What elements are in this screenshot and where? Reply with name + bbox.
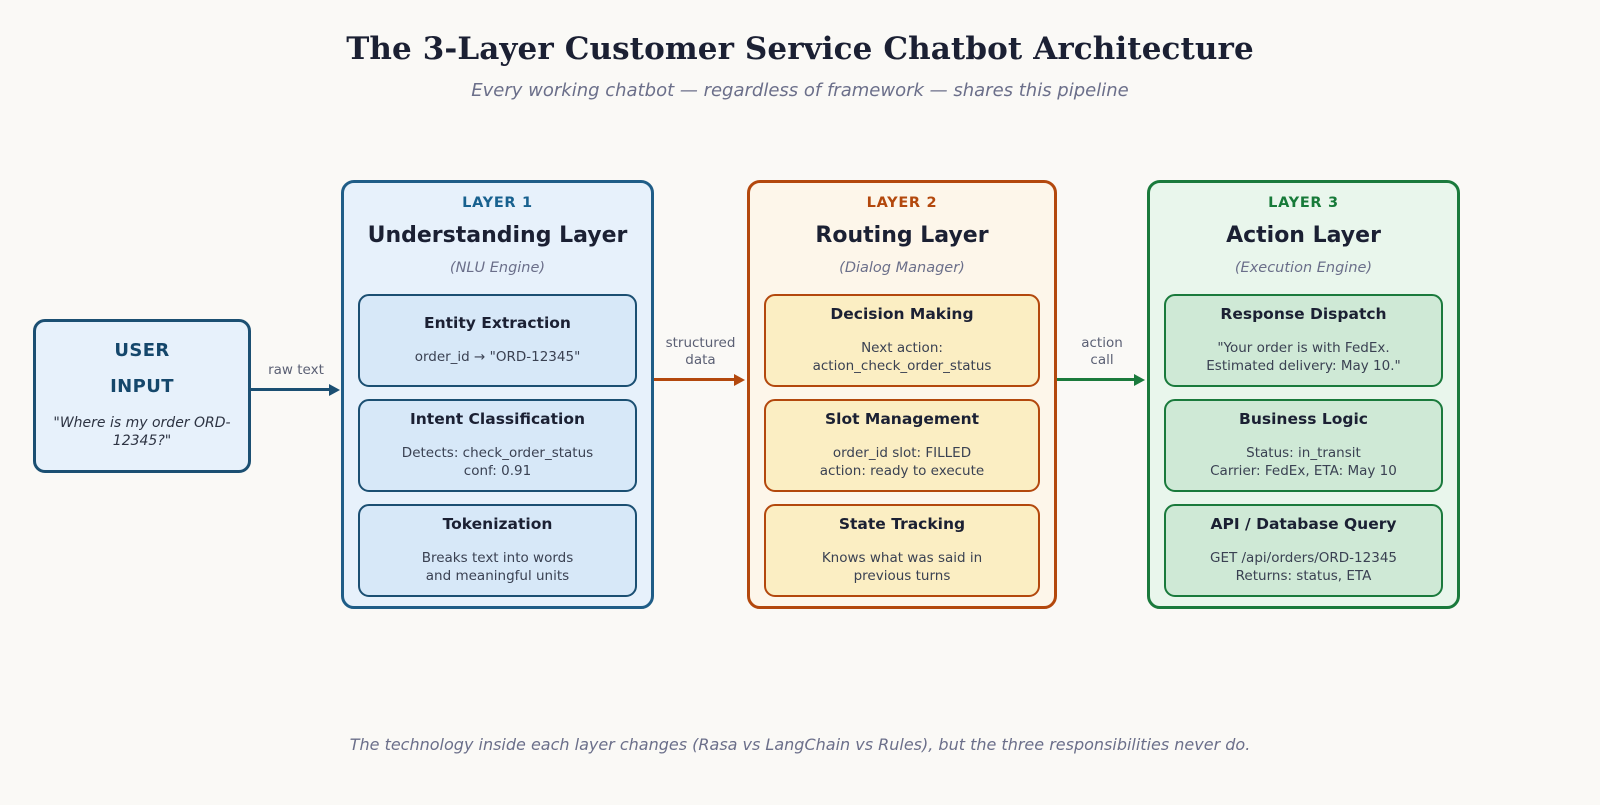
arrow-label-action-call: action call <box>1081 335 1123 368</box>
arrow-label-raw-text: raw text <box>268 361 324 378</box>
card-body: Next action: action_check_order_status <box>812 339 992 374</box>
layer-3-card-list: Response Dispatch "Your order is with Fe… <box>1164 294 1443 598</box>
card-title: Entity Extraction <box>424 313 571 332</box>
card-state-tracking: State Tracking Knows what was said in pr… <box>764 504 1040 598</box>
layer-1-panel: LAYER 1 Understanding Layer (NLU Engine)… <box>341 180 654 609</box>
layer-3-title: Action Layer <box>1226 222 1381 248</box>
layer-1-card-list: Entity Extraction order_id → "ORD-12345"… <box>358 294 637 598</box>
card-tokenization: Tokenization Breaks text into words and … <box>358 504 637 598</box>
card-decision-making: Decision Making Next action: action_chec… <box>764 294 1040 388</box>
card-title: Intent Classification <box>409 409 586 428</box>
page-title: The 3-Layer Customer Service Chatbot Arc… <box>346 31 1254 67</box>
user-input-node: USER INPUT "Where is my order ORD-12345?… <box>33 319 251 473</box>
page-subtitle: Every working chatbot — regardless of fr… <box>471 79 1129 101</box>
arrow-head-icon <box>329 384 340 396</box>
layer-2-title: Routing Layer <box>815 222 989 248</box>
layer-2-card-list: Decision Making Next action: action_chec… <box>764 294 1040 598</box>
card-title: Decision Making <box>830 304 974 323</box>
card-slot-management: Slot Management order_id slot: FILLED ac… <box>764 399 1040 493</box>
card-body: Status: in_transit Carrier: FedEx, ETA: … <box>1210 444 1397 479</box>
card-body: GET /api/orders/ORD-12345 Returns: statu… <box>1209 549 1398 584</box>
card-title: Business Logic <box>1239 409 1368 428</box>
arrow-user-to-layer1: raw text <box>251 355 341 396</box>
card-body: Breaks text into words and meaningful un… <box>421 549 574 584</box>
arrow-line <box>251 388 331 391</box>
card-title: Response Dispatch <box>1220 304 1387 323</box>
user-input-label-line1: USER <box>114 340 170 361</box>
arrow-layer2-to-layer3: action call <box>1057 335 1147 386</box>
diagram-header: The 3-Layer Customer Service Chatbot Arc… <box>0 30 1600 102</box>
layer-2-eyebrow: LAYER 2 <box>866 195 938 211</box>
card-body: Knows what was said in previous turns <box>821 549 983 584</box>
user-input-example-quote: "Where is my order ORD-12345?" <box>53 415 231 449</box>
card-body: Detects: check_order_status conf: 0.91 <box>401 444 594 479</box>
layer-3-subtitle: (Execution Engine) <box>1234 260 1373 277</box>
layer-1-title: Understanding Layer <box>367 222 628 248</box>
arrow-layer1-to-layer2: structured data <box>654 335 747 386</box>
card-body: order_id slot: FILLED action: ready to e… <box>819 444 985 479</box>
card-title: Tokenization <box>442 514 553 533</box>
arrow-head-icon <box>734 374 745 386</box>
card-body: order_id → "ORD-12345" <box>414 348 581 365</box>
layer-1-eyebrow: LAYER 1 <box>462 195 533 211</box>
user-input-label-line2: INPUT <box>110 376 174 397</box>
layer-2-panel: LAYER 2 Routing Layer (Dialog Manager) D… <box>747 180 1057 609</box>
card-title: API / Database Query <box>1210 514 1397 533</box>
card-business-logic: Business Logic Status: in_transit Carrie… <box>1164 399 1443 493</box>
arrow-head-icon <box>1134 374 1145 386</box>
layer-3-eyebrow: LAYER 3 <box>1268 195 1339 211</box>
card-body: "Your order is with FedEx. Estimated del… <box>1206 339 1401 374</box>
layer-3-panel: LAYER 3 Action Layer (Execution Engine) … <box>1147 180 1460 609</box>
arrow-line <box>1057 378 1136 381</box>
card-api-database-query: API / Database Query GET /api/orders/ORD… <box>1164 504 1443 598</box>
arrow-label-structured-data: structured data <box>665 335 736 368</box>
card-intent-classification: Intent Classification Detects: check_ord… <box>358 399 637 493</box>
card-title: Slot Management <box>824 409 980 428</box>
diagram-footnote: The technology inside each layer changes… <box>349 735 1251 754</box>
layer-2-subtitle: (Dialog Manager) <box>839 260 965 277</box>
card-title: State Tracking <box>838 514 966 533</box>
card-response-dispatch: Response Dispatch "Your order is with Fe… <box>1164 294 1443 388</box>
arrow-line <box>654 378 736 381</box>
card-entity-extraction: Entity Extraction order_id → "ORD-12345" <box>358 294 637 388</box>
layer-1-subtitle: (NLU Engine) <box>449 260 546 277</box>
